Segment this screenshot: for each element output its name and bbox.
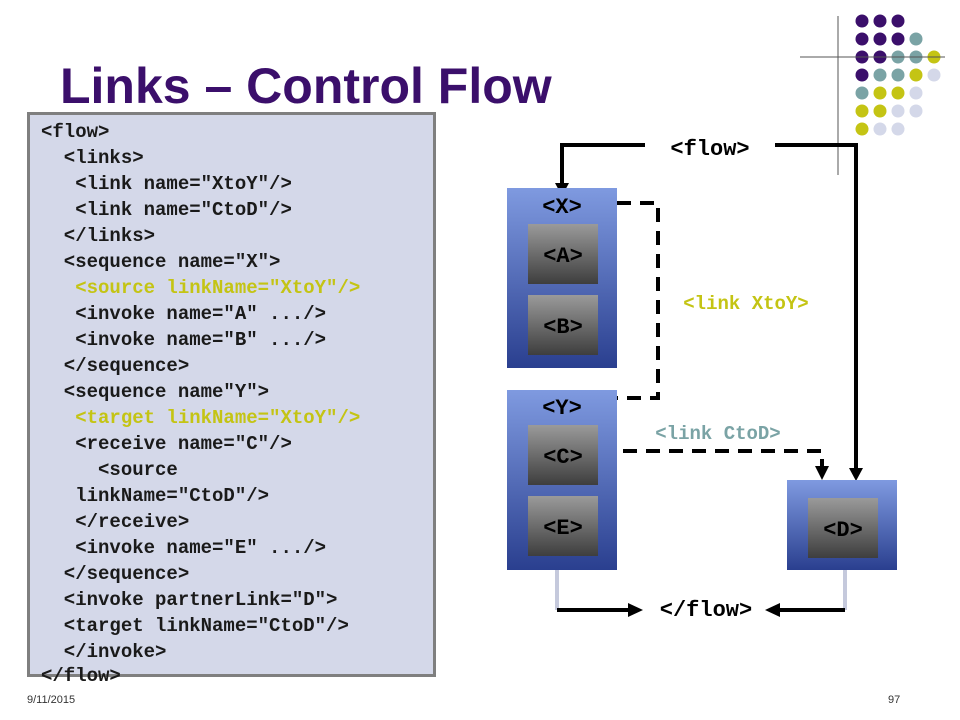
d-to-flow-end-arrowhead (765, 603, 780, 617)
footer-page-number: 97 (888, 694, 901, 706)
slide-title: Links – Control Flow (60, 58, 552, 114)
code-panel: <flow> <links> <link name="XtoY"/> <link… (27, 112, 436, 687)
link-ctod-label: <link CtoD> (655, 423, 780, 445)
e-to-flow-end-arrowhead (628, 603, 643, 617)
code-line: <source (41, 459, 178, 481)
link-xtoy-label: <link XtoY> (683, 293, 808, 315)
decorative-dot (891, 122, 905, 136)
code-line: </invoke> (41, 641, 167, 663)
code-line-highlight: <source linkName="XtoY"/> (41, 277, 361, 299)
decorative-dot (873, 32, 887, 46)
code-line: </flow> (41, 665, 121, 687)
link-ctod-arrowhead (815, 466, 829, 480)
code-line: </receive> (41, 511, 190, 533)
flow-end-label: </flow> (660, 598, 752, 623)
code-line: </links> (41, 225, 156, 247)
code-line: <links> (41, 147, 144, 169)
decorative-dot (855, 86, 869, 100)
code-line: linkName="CtoD"/> (41, 485, 270, 507)
decorative-dot (873, 104, 887, 118)
decorative-dot (909, 68, 923, 82)
decorative-dot (909, 32, 923, 46)
decorative-dot (855, 68, 869, 82)
code-line: <invoke partnerLink="D"> (41, 589, 338, 611)
decorative-dot (909, 104, 923, 118)
code-line: <invoke name="A" .../> (41, 303, 327, 325)
flow-to-d-arrowhead (849, 468, 863, 481)
activity-b-box (528, 295, 598, 355)
code-line: <invoke name="B" .../> (41, 329, 327, 351)
decorative-dot (891, 32, 905, 46)
decorative-dot (855, 32, 869, 46)
code-line: <sequence name="X"> (41, 251, 281, 273)
activity-a-label: <A> (543, 244, 583, 269)
decorative-dot (891, 104, 905, 118)
decorative-dot (891, 14, 905, 28)
activity-d-box (808, 498, 878, 558)
code-line: <invoke name="E" .../> (41, 537, 327, 559)
sequence-y-label: <Y> (542, 396, 582, 421)
code-line: <flow> (41, 121, 110, 143)
activity-c-label: <C> (543, 445, 583, 470)
decorative-dot (909, 86, 923, 100)
flow-to-x-edge (560, 143, 645, 186)
code-line: <sequence name"Y"> (41, 381, 270, 403)
decorative-dot (855, 104, 869, 118)
code-line: </sequence> (41, 563, 190, 585)
decorative-dot (891, 86, 905, 100)
decorative-dot (855, 14, 869, 28)
code-line-highlight: <target linkName="XtoY"/> (41, 407, 361, 429)
decorative-dot (873, 68, 887, 82)
activity-e-box (528, 496, 598, 556)
activity-c-box (528, 425, 598, 485)
flow-to-d-edge (775, 143, 858, 470)
code-line: <link name="XtoY"/> (41, 173, 292, 195)
decorative-dot (873, 122, 887, 136)
sequence-x-label: <X> (542, 195, 582, 220)
code-line: <link name="CtoD"/> (41, 199, 292, 221)
decorative-dot (927, 68, 941, 82)
activity-a-box (528, 224, 598, 284)
code-line: <target linkName="CtoD"/> (41, 615, 349, 637)
activity-b-label: <B> (543, 315, 583, 340)
footer-date: 9/11/2015 (27, 694, 76, 706)
code-line: <receive name="C"/> (41, 433, 292, 455)
decorative-dot (855, 122, 869, 136)
flow-start-label: <flow> (670, 137, 749, 162)
link-ctod-edge (600, 449, 824, 466)
decorative-dot (891, 68, 905, 82)
link-xtoy-edge (600, 201, 660, 400)
activity-d-label: <D> (823, 518, 863, 543)
activity-e-label: <E> (543, 516, 583, 541)
decorative-dot (873, 14, 887, 28)
code-line: </sequence> (41, 355, 190, 377)
decorative-dot (873, 86, 887, 100)
